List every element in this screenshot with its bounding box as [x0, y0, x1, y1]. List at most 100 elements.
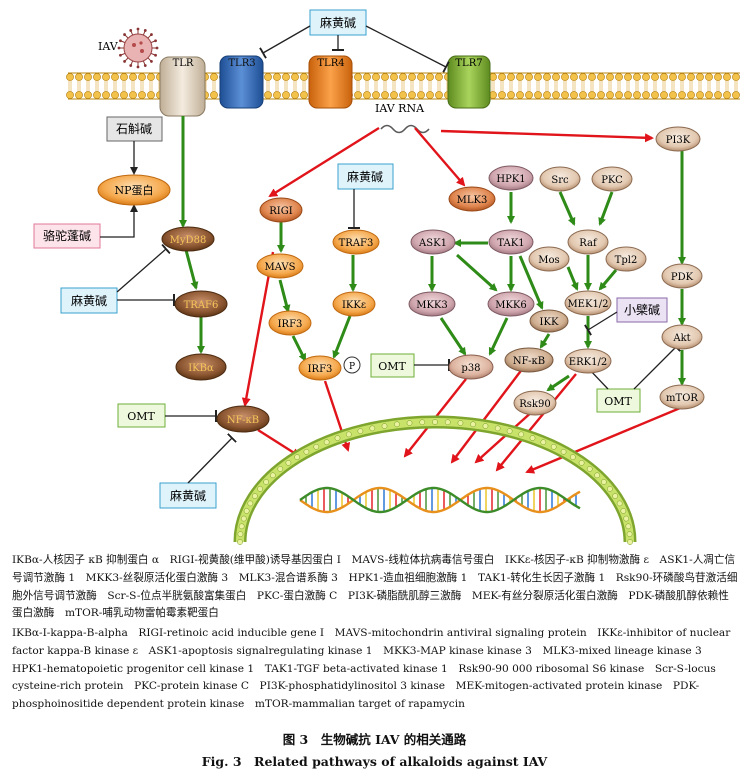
node-akt: Akt — [661, 324, 703, 350]
drug-label: 麻黄碱 — [71, 293, 107, 308]
drug-label: 麻黄碱 — [320, 15, 356, 30]
node-irf3-lower: IRF3 — [298, 355, 342, 381]
dna-helix-icon — [299, 486, 581, 514]
node-label: MEK1/2 — [567, 299, 608, 310]
receptor-tlr: TLR — [159, 56, 206, 117]
node-mtor: mTOR — [659, 384, 705, 410]
drug-label: 麻黄碱 — [347, 169, 383, 184]
nucleus-envelope — [233, 415, 637, 545]
node-pdk: PDK — [661, 263, 703, 289]
node-label: Tpl2 — [615, 255, 638, 266]
receptor-tlr4: TLR4 — [308, 55, 353, 109]
node-nfkb: NF-κB — [216, 405, 270, 433]
drug-box-peganine: 骆驼蓬碱 — [33, 223, 101, 249]
inhibit-tlr3 — [259, 25, 311, 59]
drug-box-ephedrine-left: 麻黄碱 — [60, 287, 118, 314]
node-label: NF-κB — [227, 415, 259, 426]
drug-box-dendrobine: 石斛碱 — [106, 116, 163, 142]
node-label: PKC — [601, 175, 623, 186]
node-label: MyD88 — [170, 235, 207, 246]
node-traf6: TRAF6 — [174, 290, 228, 318]
node-label: RIGI — [269, 206, 292, 217]
inhibit-tlr7 — [365, 25, 450, 73]
node-src: Src — [539, 166, 581, 192]
node-p38: p38 — [448, 354, 494, 380]
node-label: Src — [551, 175, 569, 186]
drug-box-omt-mid: OMT — [370, 353, 415, 378]
rna-label: IAV RNA — [375, 102, 425, 115]
pathway-diagram: IAV TLR TLR3 TLR4 TLR7 麻黄碱 IAV RNA 石斛碱 骆… — [33, 9, 740, 545]
drug-box-omt-right: OMT — [596, 388, 641, 413]
node-mlk3: MLK3 — [448, 186, 496, 212]
node-rigi: RIGI — [259, 197, 303, 223]
node-label: IKBα — [188, 363, 214, 374]
drug-label: 骆驼蓬碱 — [43, 228, 91, 243]
node-label: MAVS — [264, 262, 295, 273]
node-label: Rsk90 — [519, 399, 550, 410]
node-label: MLK3 — [457, 195, 488, 206]
drug-label: OMT — [127, 410, 155, 423]
figure-caption-chinese: 图 3 生物碱抗 IAV 的相关通路 — [282, 732, 467, 747]
drug-label: 石斛碱 — [116, 122, 152, 136]
drug-box-ephedrine-mid: 麻黄碱 — [337, 163, 394, 190]
node-myd88: MyD88 — [161, 226, 215, 252]
node-label: TRAF3 — [339, 238, 374, 249]
receptor-tlr4-label: TLR4 — [317, 58, 344, 69]
figure-caption-english: Fig. 3 Related pathways of alkaloids aga… — [201, 754, 548, 769]
node-tpl2: Tpl2 — [605, 246, 647, 272]
node-nfkb-right: NF-κB — [504, 347, 554, 373]
drug-box-omt-left: OMT — [117, 403, 166, 428]
node-irf3-upper: IRF3 — [268, 310, 312, 336]
phosphate-label: P — [349, 362, 355, 372]
node-label: HPK1 — [496, 174, 525, 185]
drug-label: OMT — [604, 395, 632, 408]
node-label: MKK6 — [495, 300, 527, 311]
node-mkk6: MKK6 — [487, 291, 535, 317]
node-label: ASK1 — [418, 238, 447, 249]
node-label: p38 — [461, 363, 480, 374]
node-label: MKK3 — [416, 300, 448, 311]
receptor-tlr7: TLR7 — [447, 55, 491, 109]
node-label: ERK1/2 — [569, 357, 607, 368]
legend-english: IKBα-I-kappa-B-alpha RIGI-retinoic acid … — [12, 627, 731, 711]
node-label: TRAF6 — [184, 300, 219, 311]
virus-label: IAV — [98, 40, 119, 53]
node-label: Mos — [538, 255, 559, 266]
drug-box-berberine: 小檗碱 — [616, 297, 668, 323]
node-label: NP蛋白 — [114, 183, 153, 197]
node-label: NF-κB — [513, 356, 545, 367]
node-ikke: IKKε — [332, 291, 376, 317]
node-tak1: TAK1 — [488, 229, 534, 255]
receptor-tlr7-label: TLR7 — [455, 58, 482, 69]
node-label: PDK — [671, 272, 694, 283]
drug-label: 麻黄碱 — [170, 488, 206, 503]
node-ikk: IKK — [529, 309, 569, 333]
node-mkk3: MKK3 — [408, 291, 456, 317]
node-raf: Raf — [567, 229, 609, 255]
drug-label: 小檗碱 — [624, 302, 660, 317]
node-label: Raf — [579, 238, 598, 249]
node-mavs: MAVS — [256, 253, 304, 279]
node-label: PI3K — [666, 135, 691, 146]
node-mos: Mos — [528, 246, 570, 272]
node-traf3: TRAF3 — [332, 229, 380, 255]
node-erk: ERK1/2 — [564, 348, 612, 374]
node-pi3k: PI3K — [655, 126, 701, 152]
legend-chinese: IKBα-人核因子 κB 抑制蛋白 α RIGI-视黄酸(维甲酸)诱导基因蛋白 … — [12, 554, 738, 620]
node-label: IRF3 — [278, 319, 303, 330]
node-label: IRF3 — [308, 364, 333, 375]
node-label: mTOR — [666, 393, 698, 404]
receptor-tlr3: TLR3 — [219, 55, 264, 109]
rna-strand-icon — [380, 124, 430, 134]
node-pkc: PKC — [591, 166, 633, 192]
node-hpk1: HPK1 — [488, 165, 534, 191]
virus-particle-icon — [117, 27, 159, 69]
node-label: TAK1 — [497, 238, 524, 249]
receptor-tlr-label: TLR — [173, 58, 194, 69]
node-label: Akt — [672, 333, 690, 344]
node-rsk90: Rsk90 — [513, 390, 557, 416]
node-label: IKK — [540, 317, 559, 328]
node-label: IKKε — [342, 300, 366, 311]
drug-label: OMT — [378, 360, 406, 373]
node-ikba: IKBα — [175, 353, 227, 381]
